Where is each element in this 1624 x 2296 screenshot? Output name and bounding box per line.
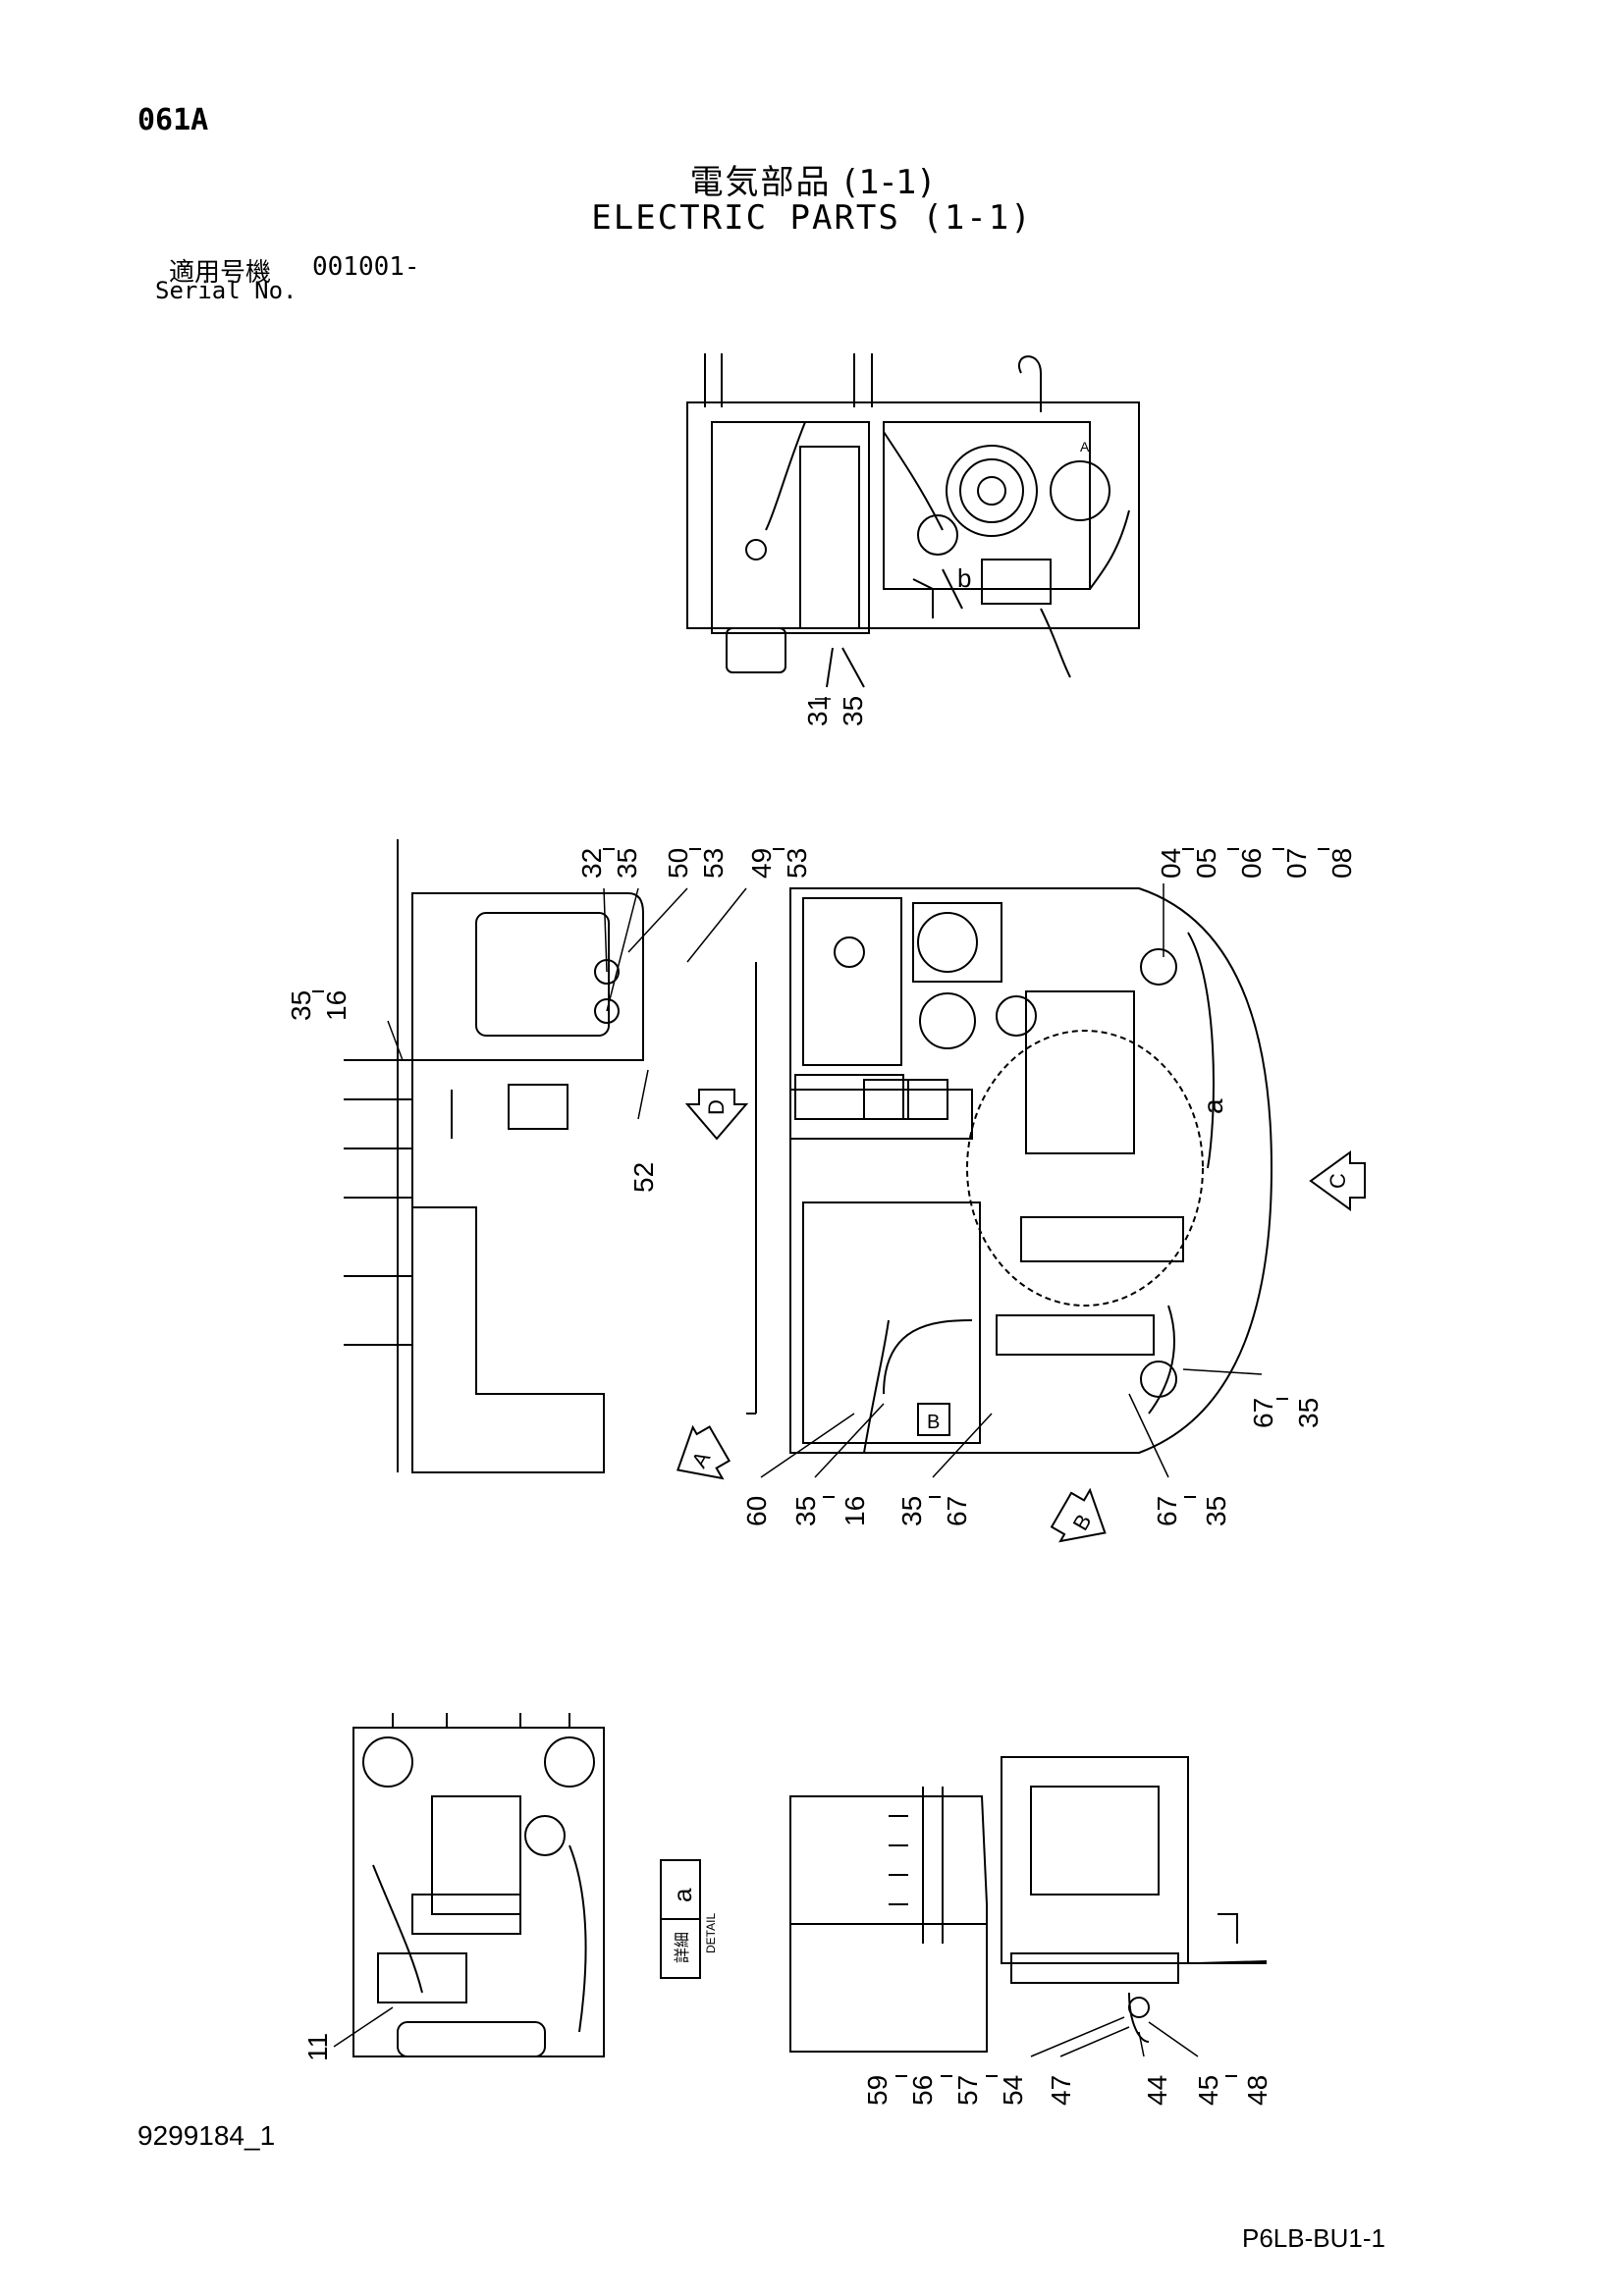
callout-tr-06: 06	[1236, 848, 1267, 879]
box-b-label: B	[927, 1412, 940, 1433]
callout-top-31: 31	[802, 696, 833, 726]
drawing-code: 061A	[137, 103, 209, 137]
detail-circle-a: a	[1198, 1098, 1228, 1114]
top-view: b A	[686, 353, 1140, 688]
view-arrow-c-label: C	[1326, 1173, 1350, 1189]
callout-tr-05: 05	[1191, 848, 1221, 879]
rear-view	[789, 1756, 1268, 2053]
callout-br-59: 59	[862, 2075, 893, 2106]
callout-br-44: 44	[1142, 2075, 1172, 2106]
callout-br-48: 48	[1242, 2075, 1272, 2106]
callout-br-45: 45	[1193, 2075, 1223, 2106]
callout-mid-49: 49	[746, 848, 777, 879]
view-arrow-b-label: B	[1068, 1510, 1097, 1534]
callout-b-35b: 35	[896, 1496, 927, 1526]
callout-br-57: 57	[952, 2075, 983, 2106]
middle-view: B a	[344, 839, 1273, 1473]
view-arrow-a	[677, 1424, 731, 1480]
callout-tr-07: 07	[1281, 848, 1312, 879]
callout-top-35: 35	[838, 696, 868, 726]
detail-box-en: DETAIL	[704, 1913, 718, 1953]
detail-box-letter: a	[668, 1888, 697, 1902]
callout-mid-53a: 53	[698, 848, 729, 879]
detail-box-jp: 詳細	[674, 1932, 691, 1963]
callout-br-56: 56	[907, 2075, 938, 2106]
view-arrow-d-label: D	[704, 1099, 729, 1115]
callout-mid-35a: 35	[612, 848, 642, 879]
page-title-en: ELECTRIC PARTS (1-1)	[591, 198, 1033, 238]
callout-b-35a: 35	[790, 1496, 821, 1526]
callout-r-67: 67	[1248, 1398, 1278, 1428]
document-number: 9299184_1	[137, 2120, 276, 2151]
callout-tr-04: 04	[1156, 848, 1186, 879]
callout-r-35: 35	[1293, 1398, 1324, 1428]
detail-letter-b: b	[957, 563, 971, 593]
serial-label-jp: 適用号機	[169, 258, 272, 288]
view-arrow-b	[1050, 1487, 1107, 1543]
callout-b-16: 16	[839, 1496, 870, 1526]
callout-mid-50: 50	[663, 848, 693, 879]
detail-a-view	[352, 1713, 605, 2057]
page-title-jp: 電気部品 (1-1)	[689, 163, 935, 202]
callout-br-47: 47	[1046, 2075, 1076, 2106]
small-a-label: A	[1080, 439, 1090, 454]
view-arrow-d	[684, 1089, 749, 1141]
callout-b-60: 60	[741, 1496, 772, 1526]
serial-number: 001001-	[312, 252, 420, 282]
callout-mid-52: 52	[628, 1162, 659, 1193]
callout-b2-67: 67	[1152, 1496, 1182, 1526]
callout-b2-35: 35	[1201, 1496, 1231, 1526]
callout-tr-08: 08	[1326, 848, 1357, 879]
callout-left-35: 35	[286, 990, 316, 1021]
page-code: P6LB-BU1-1	[1242, 2223, 1385, 2253]
callout-mid-53b: 53	[782, 848, 812, 879]
view-arrow-a-label: A	[686, 1447, 715, 1471]
serial-label-en: Serial No.	[155, 277, 298, 304]
callout-b-67: 67	[942, 1496, 972, 1526]
callout-left-16: 16	[321, 990, 352, 1021]
callout-detail-11: 11	[302, 2033, 333, 2061]
callout-br-54: 54	[998, 2075, 1028, 2106]
callout-mid-32: 32	[576, 848, 607, 879]
view-arrow-c	[1309, 1150, 1366, 1211]
